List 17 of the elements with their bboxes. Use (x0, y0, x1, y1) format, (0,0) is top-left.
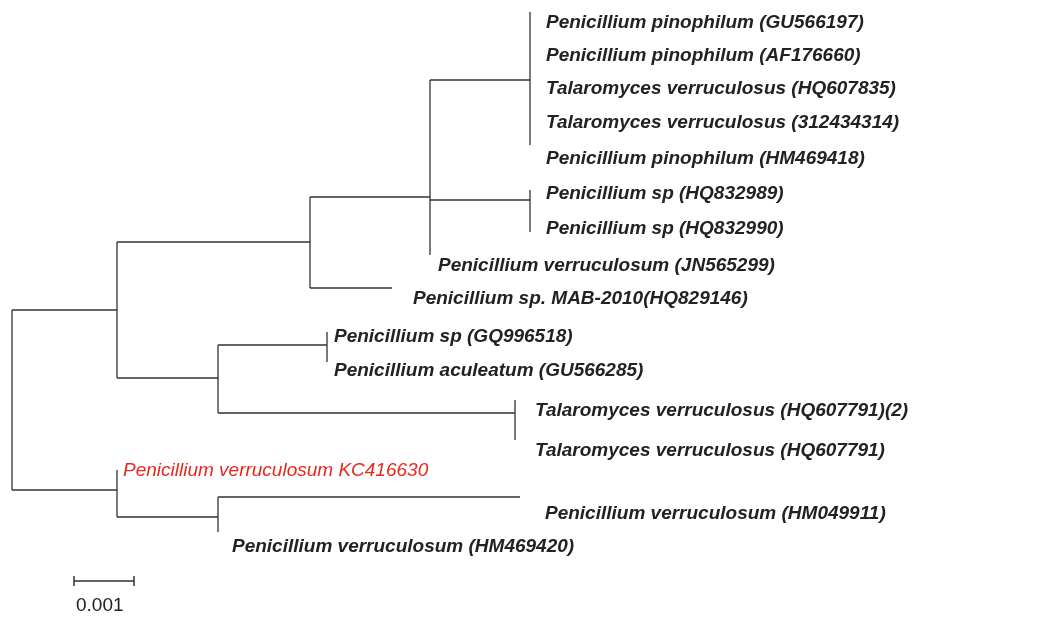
taxon-label: Talaromyces verruculosus (HQ607835) (546, 77, 896, 99)
taxon-label: Penicillium pinophilum (GU566197) (546, 11, 864, 33)
taxon-label: Talaromyces verruculosus (HQ607791)(2) (535, 399, 909, 421)
taxon-label: Penicillium aculeatum (GU566285) (334, 359, 644, 381)
taxon-label: Penicillium pinophilum (AF176660) (546, 44, 861, 66)
taxon-label: Penicillium sp (GQ996518) (334, 325, 573, 347)
taxon-label: Penicillium verruculosum (HM049911) (545, 502, 886, 524)
taxon-label: Talaromyces verruculosus (312434314) (546, 111, 900, 133)
taxon-label: Talaromyces verruculosus (HQ607791) (535, 439, 885, 461)
taxon-label: Penicillium sp (HQ832990) (546, 217, 784, 239)
scale-value: 0.001 (76, 594, 124, 616)
taxon-label: Penicillium sp (HQ832989) (546, 182, 784, 204)
taxon-label: Penicillium pinophilum (HM469418) (546, 147, 865, 169)
taxon-label: Penicillium verruculosum (JN565299) (438, 254, 775, 276)
taxon-label: Penicillium sp. MAB-2010(HQ829146) (413, 287, 748, 309)
taxon-label: Penicillium verruculosum KC416630 (123, 459, 429, 481)
taxon-label: Penicillium verruculosum (HM469420) (232, 535, 575, 557)
